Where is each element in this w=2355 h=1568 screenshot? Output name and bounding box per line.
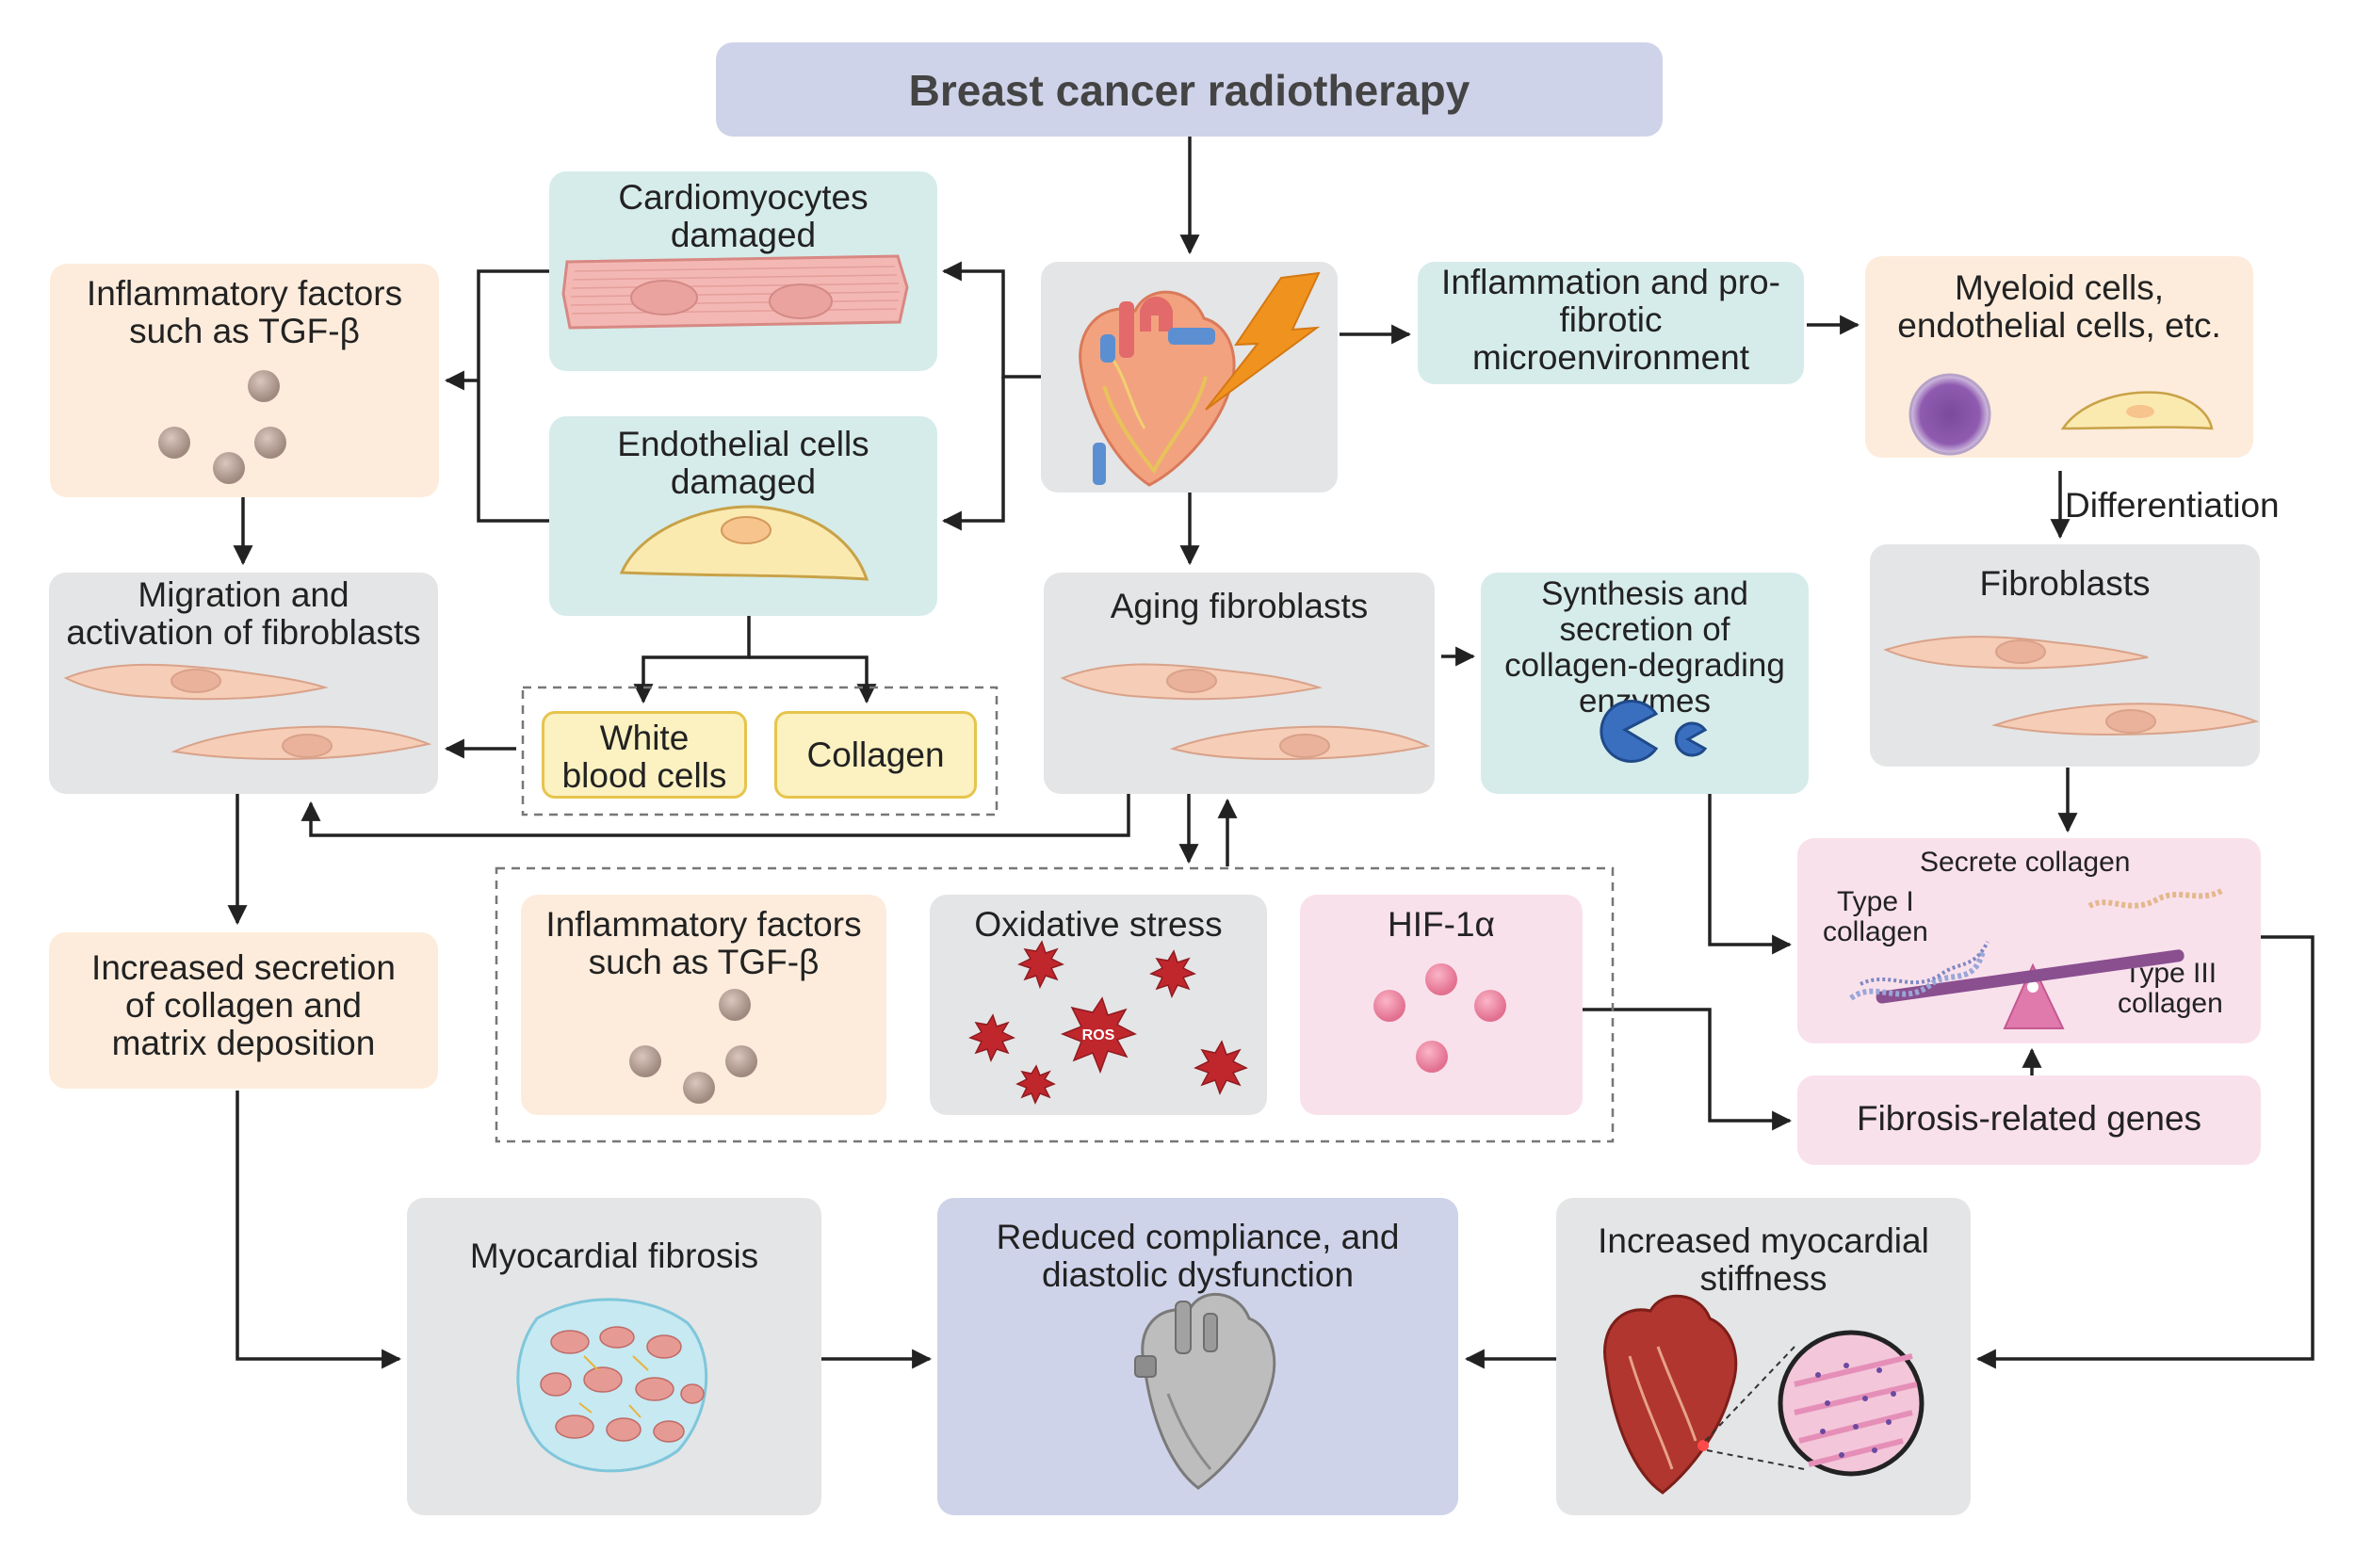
collagen-box: Collagen bbox=[774, 711, 977, 799]
arrow-heart-cardio bbox=[941, 261, 1041, 379]
hif-label: HIF-1α bbox=[1388, 905, 1495, 944]
inflammation-micro-label: Inflammation and pro- fibrotic microenvi… bbox=[1441, 263, 1780, 377]
endothelial-cell-illustration bbox=[619, 505, 869, 581]
reduced-compliance-label: Reduced compliance, and diastolic dysfun… bbox=[996, 1218, 1400, 1294]
arrow-endo-collagen bbox=[749, 655, 877, 704]
aging-fibroblasts-illustration bbox=[1060, 663, 1431, 761]
page-title: Breast cancer radiotherapy bbox=[908, 66, 1470, 115]
increased-secretion-box: Increased secretion of collagen and matr… bbox=[49, 932, 438, 1089]
type3-collagen-label: Type III collagen bbox=[2118, 958, 2223, 1019]
arrow-endo-split bbox=[633, 616, 751, 704]
inflammatory-mid-dots bbox=[629, 989, 757, 1104]
arrow-aging-migration bbox=[300, 794, 1130, 837]
fibrosis-genes-box: Fibrosis-related genes bbox=[1797, 1075, 2261, 1165]
collagen-label: Collagen bbox=[806, 736, 945, 774]
myeloid-label: Myeloid cells, endothelial cells, etc. bbox=[1897, 268, 2221, 345]
myeloid-cell-illustration bbox=[1908, 373, 2214, 456]
dashed-group-wbc-collagen bbox=[521, 686, 999, 816]
arrow-hif-genes bbox=[1583, 1008, 1793, 1131]
heart-illustration bbox=[1079, 290, 1236, 487]
inflammatory-left-dots bbox=[158, 370, 286, 484]
myocardial-fibrosis-illustration bbox=[516, 1298, 708, 1473]
white-blood-cells-box: White blood cells bbox=[542, 711, 747, 799]
fibroblasts-label: Fibroblasts bbox=[1979, 564, 2151, 603]
increased-secretion-label: Increased secretion of collagen and matr… bbox=[91, 948, 396, 1062]
inflammatory-mid-label: Inflammatory factors such as TGF-β bbox=[545, 905, 862, 981]
oxidative-stress-label: Oxidative stress bbox=[974, 905, 1223, 944]
type1-collagen-label: Type I collagen bbox=[1823, 886, 1928, 947]
ros-stars bbox=[968, 940, 1248, 1105]
fibrosis-genes-label: Fibrosis-related genes bbox=[1856, 1099, 2202, 1138]
migration-fibroblasts bbox=[63, 663, 432, 761]
collagen-balance-illustration bbox=[1849, 887, 2225, 1029]
hif-dots bbox=[1373, 963, 1506, 1073]
inflammatory-left-label: Inflammatory factors such as TGF-β bbox=[86, 274, 403, 350]
cardiomyocytes-label: Cardiomyocytes damaged bbox=[618, 178, 869, 254]
myocardial-fibrosis-label: Myocardial fibrosis bbox=[469, 1237, 759, 1275]
arrow-synthesis-collagen bbox=[1708, 794, 1793, 955]
cardiomyocyte-illustration bbox=[561, 254, 909, 330]
endothelial-box: Endothelial cells damaged bbox=[549, 416, 937, 616]
arrow-collagen-stiffness bbox=[1975, 935, 2314, 1369]
arrow-secretion-fibrosis bbox=[236, 1091, 402, 1369]
arrow-heart-endo bbox=[941, 377, 1005, 531]
gray-heart-illustration bbox=[1134, 1292, 1276, 1490]
title-box: Breast cancer radiotherapy bbox=[716, 42, 1663, 137]
inflammation-micro-box: Inflammation and pro- fibrotic microenvi… bbox=[1418, 262, 1804, 384]
dashed-group-stress bbox=[495, 866, 1615, 1143]
inflammatory-left-box: Inflammatory factors such as TGF-β bbox=[50, 264, 439, 497]
arrow-to-inflam-left bbox=[477, 269, 549, 523]
lightning-icon bbox=[1205, 271, 1321, 411]
secrete-collagen-label: Secrete collagen bbox=[1920, 847, 2131, 878]
synthesis-label: Synthesis and secretion of collagen-degr… bbox=[1504, 575, 1785, 719]
stiffness-label: Increased myocardial stiffness bbox=[1598, 1221, 1929, 1298]
endothelial-label: Endothelial cells damaged bbox=[617, 425, 869, 501]
differentiation-label: Differentiation bbox=[2065, 486, 2280, 525]
aging-fibroblasts-label: Aging fibroblasts bbox=[1110, 587, 1369, 625]
stiff-heart-illustration bbox=[1603, 1294, 1925, 1495]
enzyme-icon bbox=[1600, 700, 1708, 763]
white-blood-cells-label: White blood cells bbox=[561, 719, 727, 795]
fibroblasts-illustration bbox=[1883, 636, 2260, 736]
migration-label: Migration and activation of fibroblasts bbox=[66, 575, 421, 652]
hif-box: HIF-1α bbox=[1300, 895, 1583, 1115]
ros-label: ROS bbox=[1082, 1027, 1115, 1043]
